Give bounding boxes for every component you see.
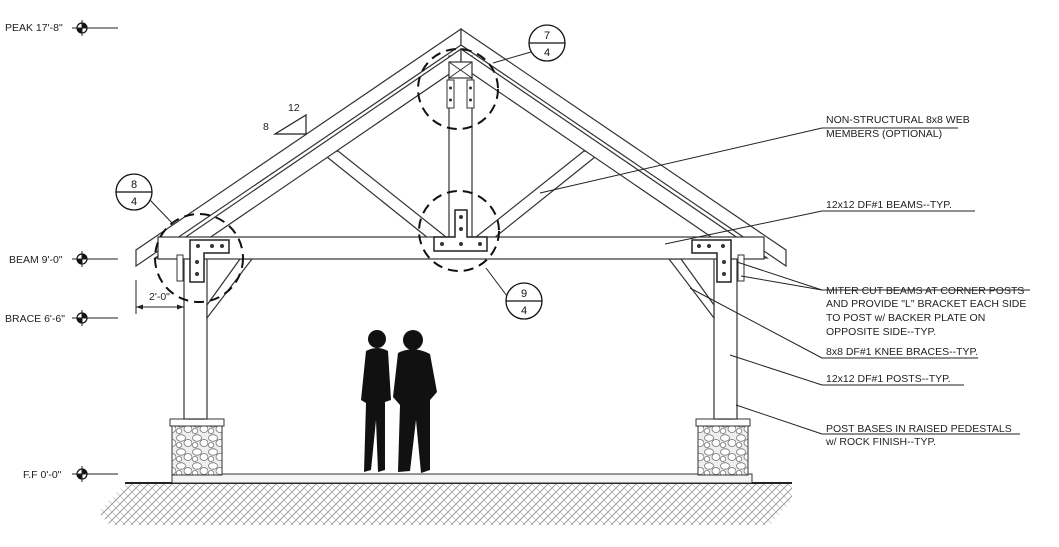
level-marker-brace: BRACE 6'-6": [5, 310, 118, 326]
right-pedestal: [697, 424, 749, 476]
level-label-peak: PEAK 17'-8": [5, 22, 63, 34]
note-knee-braces-line1: 8x8 DF#1 KNEE BRACES--TYP.: [826, 346, 978, 358]
detail-tag-7-number: 7: [544, 30, 550, 42]
level-marker-peak: PEAK 17'-8": [5, 20, 118, 36]
detail-tag-8-sheet: 4: [131, 196, 137, 208]
note-miter-line2: AND PROVIDE "L" BRACKET EACH SIDE: [826, 298, 1026, 310]
pitch-rise-label: 8: [263, 121, 269, 133]
detail-tag-8: 8 4: [115, 173, 174, 225]
note-post-bases-line2: w/ ROCK FINISH--TYP.: [825, 436, 936, 448]
note-miter-line1: MITER CUT BEAMS AT CORNER POSTS: [826, 285, 1024, 297]
detail-tag-9: 9 4: [485, 267, 543, 320]
left-pedestal: [171, 424, 223, 476]
human-scale-figures: [361, 330, 437, 473]
note-beams-line1: 12x12 DF#1 BEAMS--TYP.: [826, 199, 952, 211]
note-posts-line1: 12x12 DF#1 POSTS--TYP.: [826, 373, 951, 385]
level-label-floor: F.F 0'-0": [23, 469, 62, 481]
detail-tag-7-sheet: 4: [544, 47, 550, 59]
note-posts: 12x12 DF#1 POSTS--TYP.: [826, 373, 951, 385]
note-beams: 12x12 DF#1 BEAMS--TYP.: [826, 199, 952, 211]
detail-tag-9-number: 9: [521, 288, 527, 300]
detail-circle-peak: [417, 48, 499, 130]
detail-circle-center: [418, 190, 500, 272]
level-marker-floor: F.F 0'-0": [23, 466, 118, 482]
dimension-label: 2'-0": [149, 291, 170, 303]
overhang-dimension: 2'-0": [135, 280, 184, 314]
note-web-members: NON-STRUCTURAL 8x8 WEB MEMBERS (OPTIONAL…: [826, 114, 970, 140]
left-web-member: [320, 150, 448, 239]
note-web-members-line2: MEMBERS (OPTIONAL): [826, 128, 942, 140]
detail-tag-8-number: 8: [131, 179, 137, 191]
note-post-bases: POST BASES IN RAISED PEDESTALS w/ ROCK F…: [825, 423, 1012, 448]
right-web-member: [474, 150, 602, 239]
note-miter-line4: OPPOSITE SIDE--TYP.: [826, 326, 936, 338]
level-label-brace: BRACE 6'-6": [5, 313, 65, 325]
floor-slab: [171, 473, 753, 484]
note-post-bases-line1: POST BASES IN RAISED PEDESTALS: [826, 423, 1012, 435]
level-marker-beam: BEAM 9'-0": [9, 251, 118, 267]
pitch-symbol: 12 8: [263, 102, 307, 135]
right-rafter: [460, 27, 787, 268]
left-rafter: [135, 27, 462, 268]
detail-tag-7: 7 4: [492, 24, 566, 64]
note-leaders: [539, 127, 1030, 435]
note-miter-cut: MITER CUT BEAMS AT CORNER POSTS AND PROV…: [826, 285, 1026, 338]
note-web-members-line1: NON-STRUCTURAL 8x8 WEB: [826, 114, 970, 126]
right-l-bracket: [691, 239, 732, 283]
note-knee-braces: 8x8 DF#1 KNEE BRACES--TYP.: [826, 346, 978, 358]
pitch-run-label: 12: [288, 102, 300, 114]
note-miter-line3: TO POST w/ BACKER PLATE ON: [826, 312, 985, 324]
detail-tag-9-sheet: 4: [521, 305, 527, 317]
ground-hatch: [98, 482, 792, 525]
detail-circle-left-corner: [154, 213, 244, 303]
left-l-bracket: [189, 239, 230, 283]
level-label-beam: BEAM 9'-0": [9, 254, 63, 266]
